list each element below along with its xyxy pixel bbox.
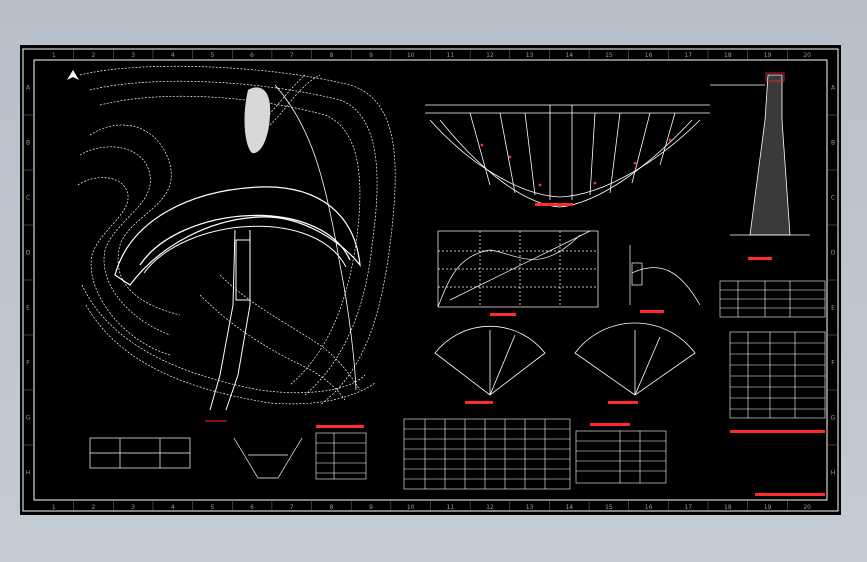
col-label-top: 18 <box>724 52 732 59</box>
table-bottom-small <box>315 432 367 480</box>
col-label-bottom: 19 <box>764 504 772 511</box>
col-label-top: 8 <box>329 52 333 59</box>
col-label-top: 3 <box>131 52 135 59</box>
stress-diagram <box>437 230 599 308</box>
north-arrow-icon <box>67 70 79 80</box>
col-label-bottom: 2 <box>92 504 96 511</box>
row-label-left: B <box>26 140 30 147</box>
col-label-top: 9 <box>369 52 373 59</box>
row-label-left: E <box>26 305 30 312</box>
small-profile-plot <box>629 245 701 306</box>
section-trapezoid <box>233 437 303 479</box>
table-bottom-medium <box>575 430 667 484</box>
row-label-left: A <box>26 85 31 92</box>
col-label-bottom: 8 <box>329 504 333 511</box>
outer-frame <box>22 48 839 512</box>
col-label-top: 10 <box>407 52 415 59</box>
inner-frame <box>33 59 828 501</box>
drawing-title-block <box>755 493 825 496</box>
row-label-right: D <box>831 250 836 257</box>
col-label-top: 15 <box>605 52 613 59</box>
cross-section-title <box>748 257 772 260</box>
table-bottom-large <box>403 418 571 490</box>
col-label-top: 11 <box>447 52 455 59</box>
col-label-bottom: 6 <box>250 504 254 511</box>
row-label-right: A <box>831 85 836 92</box>
grid-reference-labels: 1122334455667788991010111112121313141415… <box>23 49 838 511</box>
fan-diagram-left <box>434 325 546 396</box>
section-bottom-left <box>89 437 191 469</box>
stress-diagram-title <box>490 313 516 316</box>
dam-elevation-annotations <box>480 138 672 206</box>
col-label-bottom: 16 <box>645 504 653 511</box>
col-label-bottom: 11 <box>447 504 455 511</box>
row-label-right: G <box>831 415 836 422</box>
row-label-left: F <box>26 360 30 367</box>
site-plan <box>77 65 396 411</box>
col-label-bottom: 3 <box>131 504 135 511</box>
col-label-top: 19 <box>764 52 772 59</box>
col-label-top: 4 <box>171 52 175 59</box>
row-label-left: C <box>26 195 30 202</box>
row-label-right: E <box>831 305 835 312</box>
col-label-bottom: 18 <box>724 504 732 511</box>
row-label-right: B <box>831 140 835 147</box>
row-label-left: D <box>26 250 31 257</box>
col-label-bottom: 20 <box>803 504 811 511</box>
col-label-bottom: 14 <box>565 504 573 511</box>
col-label-bottom: 17 <box>684 504 692 511</box>
drawing-canvas: 1122334455667788991010111112121313141415… <box>22 48 839 512</box>
row-label-right: H <box>831 470 836 477</box>
dam-cross-section <box>710 72 810 236</box>
fan-diagram-right-title <box>608 401 638 404</box>
col-label-top: 13 <box>526 52 534 59</box>
col-label-bottom: 7 <box>290 504 294 511</box>
col-label-bottom: 4 <box>171 504 175 511</box>
col-label-bottom: 13 <box>526 504 534 511</box>
col-label-bottom: 15 <box>605 504 613 511</box>
table-right-bottom <box>729 331 826 419</box>
fan-diagram-left-title <box>465 401 493 404</box>
col-label-top: 5 <box>211 52 215 59</box>
col-label-top: 12 <box>486 52 494 59</box>
table-bottom-medium-title <box>590 423 630 426</box>
table-bottom-small-title <box>316 425 364 428</box>
col-label-bottom: 12 <box>486 504 494 511</box>
col-label-top: 16 <box>645 52 653 59</box>
col-label-top: 17 <box>684 52 692 59</box>
col-label-top: 6 <box>250 52 254 59</box>
notes-text <box>730 430 825 433</box>
col-label-top: 1 <box>52 52 56 59</box>
col-label-bottom: 5 <box>211 504 215 511</box>
col-label-top: 2 <box>92 52 96 59</box>
col-label-bottom: 10 <box>407 504 415 511</box>
col-label-bottom: 1 <box>52 504 56 511</box>
row-label-left: G <box>26 415 31 422</box>
row-label-left: H <box>26 470 31 477</box>
row-label-right: C <box>831 195 835 202</box>
grid-tick-marks <box>23 49 838 511</box>
table-right-top <box>719 280 826 318</box>
dam-elevation <box>425 104 710 208</box>
small-profile-title <box>640 310 664 313</box>
site-plan-title: ━━━━━━ <box>204 418 227 425</box>
col-label-top: 14 <box>565 52 573 59</box>
fan-diagram-right <box>574 322 696 396</box>
col-label-top: 7 <box>290 52 294 59</box>
row-label-right: F <box>831 360 835 367</box>
col-label-bottom: 9 <box>369 504 373 511</box>
col-label-top: 20 <box>803 52 811 59</box>
